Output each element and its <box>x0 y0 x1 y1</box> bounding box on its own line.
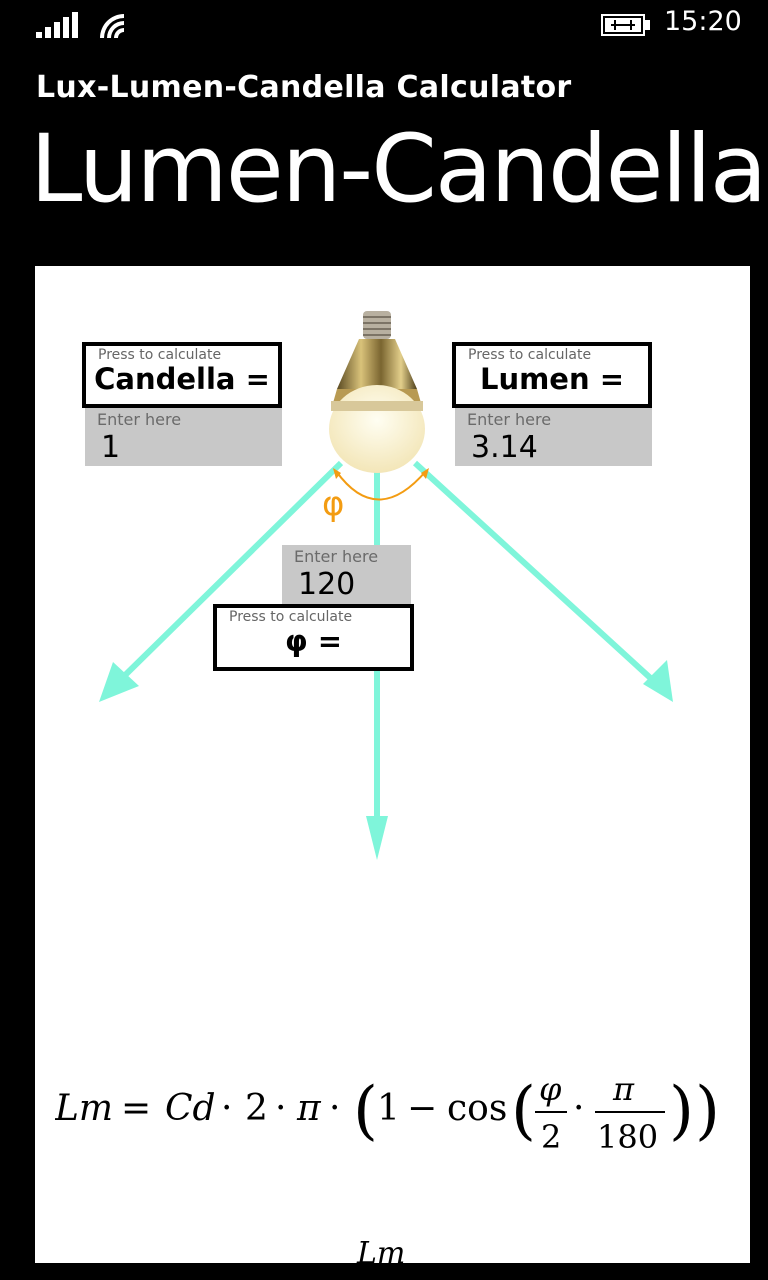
lumen-input-value: 3.14 <box>471 430 538 465</box>
candella-input-value: 1 <box>101 430 121 465</box>
app-title: Lux-Lumen-Candella Calculator <box>36 70 572 105</box>
page-title: Lumen-Candella <box>30 115 767 224</box>
formula-dot-3: · <box>329 1088 340 1129</box>
candella-button-label: Candella = <box>94 362 270 396</box>
left-light-ray <box>110 460 344 690</box>
phi-calculate-button[interactable]: Press to calculate φ = <box>213 604 414 671</box>
formula-denom-two: 2 <box>541 1118 561 1156</box>
battery-charging-icon <box>601 14 650 36</box>
phi-button-label: φ = <box>284 624 343 658</box>
angle-phi-label: φ <box>322 484 345 524</box>
formula-two: 2 <box>245 1088 268 1129</box>
signal-bars-icon <box>36 12 78 38</box>
formula-pi-num: π <box>612 1070 635 1108</box>
formula-minus: − <box>407 1088 437 1129</box>
formula-open-paren-inner: ( <box>511 1074 536 1148</box>
center-ray-arrowhead-icon <box>366 816 388 860</box>
angle-input-value: 120 <box>298 567 356 602</box>
candella-input[interactable]: Enter here 1 <box>85 408 282 466</box>
formula-phi: φ <box>539 1070 562 1108</box>
candella-input-placeholder: Enter here <box>97 410 182 429</box>
formula-one: 1 <box>377 1088 400 1129</box>
formula-second-line: Lm <box>357 1236 406 1263</box>
formula-cos: cos <box>447 1088 507 1129</box>
clock: 15:20 <box>664 6 742 37</box>
lumen-candela-formula: Lm = Cd · 2 · π · ( 1 − cos ( φ 2 · π 18… <box>55 1070 720 1156</box>
right-light-ray <box>412 460 660 687</box>
formula-dot-4: · <box>573 1088 584 1129</box>
formula-cd: Cd <box>165 1088 216 1129</box>
lumen-button-label: Lumen = <box>479 362 625 396</box>
formula-denom-180: 180 <box>597 1118 658 1156</box>
right-ray-arrowhead-icon <box>643 660 673 702</box>
formula-dot-2: · <box>275 1088 286 1129</box>
phi-button-hint: Press to calculate <box>229 609 353 625</box>
angle-arc-right-tip-icon <box>421 468 429 479</box>
status-bar: 15:20 <box>0 0 768 50</box>
calculator-canvas: φ Press to calculate Candella = Enter he… <box>35 266 750 1263</box>
formula-lm: Lm <box>55 1088 113 1129</box>
formula-close-paren-outer: ) <box>695 1074 720 1148</box>
lumen-calculate-button[interactable]: Press to calculate Lumen = <box>452 342 652 408</box>
left-ray-arrowhead-icon <box>99 662 139 702</box>
candella-button-hint: Press to calculate <box>98 347 222 363</box>
angle-arc <box>335 470 427 501</box>
lumen-button-hint: Press to calculate <box>468 347 592 363</box>
formula-close-paren-inner: ) <box>669 1074 694 1148</box>
lumen-input[interactable]: Enter here 3.14 <box>455 408 652 466</box>
light-bulb-icon <box>329 311 425 473</box>
candella-calculate-button[interactable]: Press to calculate Candella = <box>82 342 282 408</box>
wifi-icon <box>100 14 124 38</box>
formula-equals: = <box>121 1088 151 1129</box>
angle-input-placeholder: Enter here <box>294 547 379 566</box>
angle-input[interactable]: Enter here 120 <box>282 545 411 605</box>
formula-pi: π <box>296 1088 322 1129</box>
lumen-input-placeholder: Enter here <box>467 410 552 429</box>
angle-arc-left-tip-icon <box>333 468 341 479</box>
formula-dot-1: · <box>221 1088 232 1129</box>
formula-open-paren-outer: ( <box>353 1074 378 1148</box>
